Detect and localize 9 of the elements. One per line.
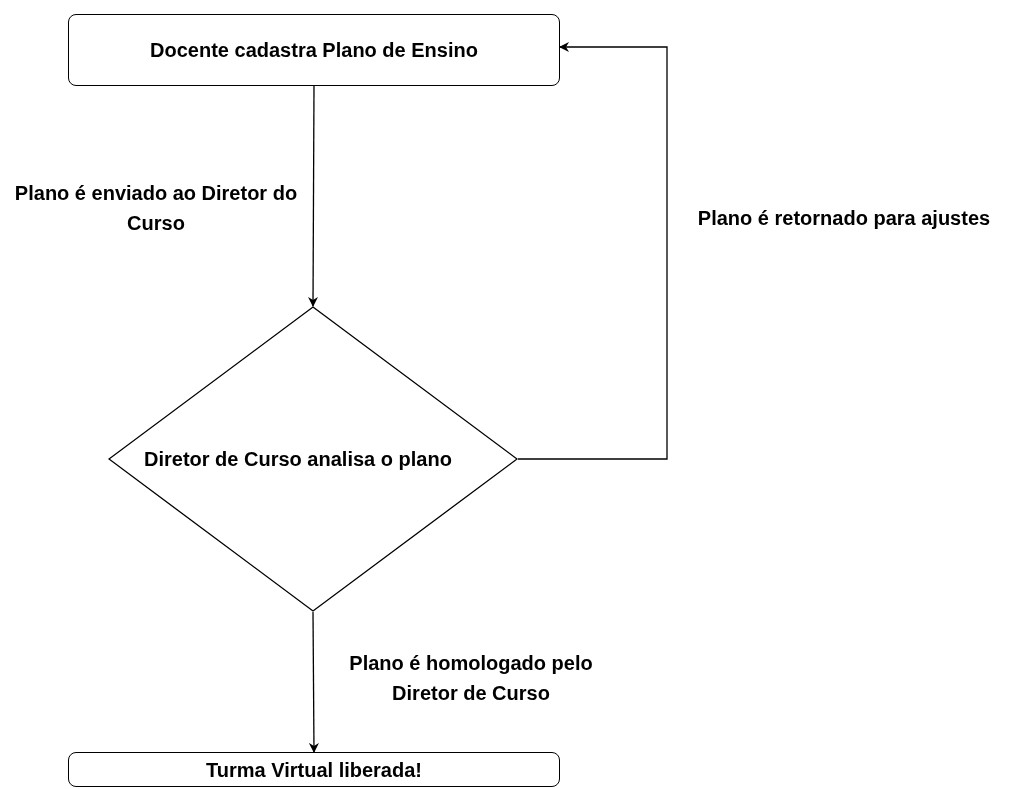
process-box (68, 14, 560, 86)
node-text: Diretor de Curso analisa o plano (143, 447, 453, 472)
decision-diamond (108, 306, 518, 612)
node-text: Docente cadastra Plano de Ensino (150, 38, 478, 63)
arrow (308, 611, 319, 753)
process-box (68, 752, 560, 787)
arrow (308, 85, 319, 307)
node-text: Turma Virtual liberada! (206, 757, 422, 783)
arrow (517, 42, 668, 460)
